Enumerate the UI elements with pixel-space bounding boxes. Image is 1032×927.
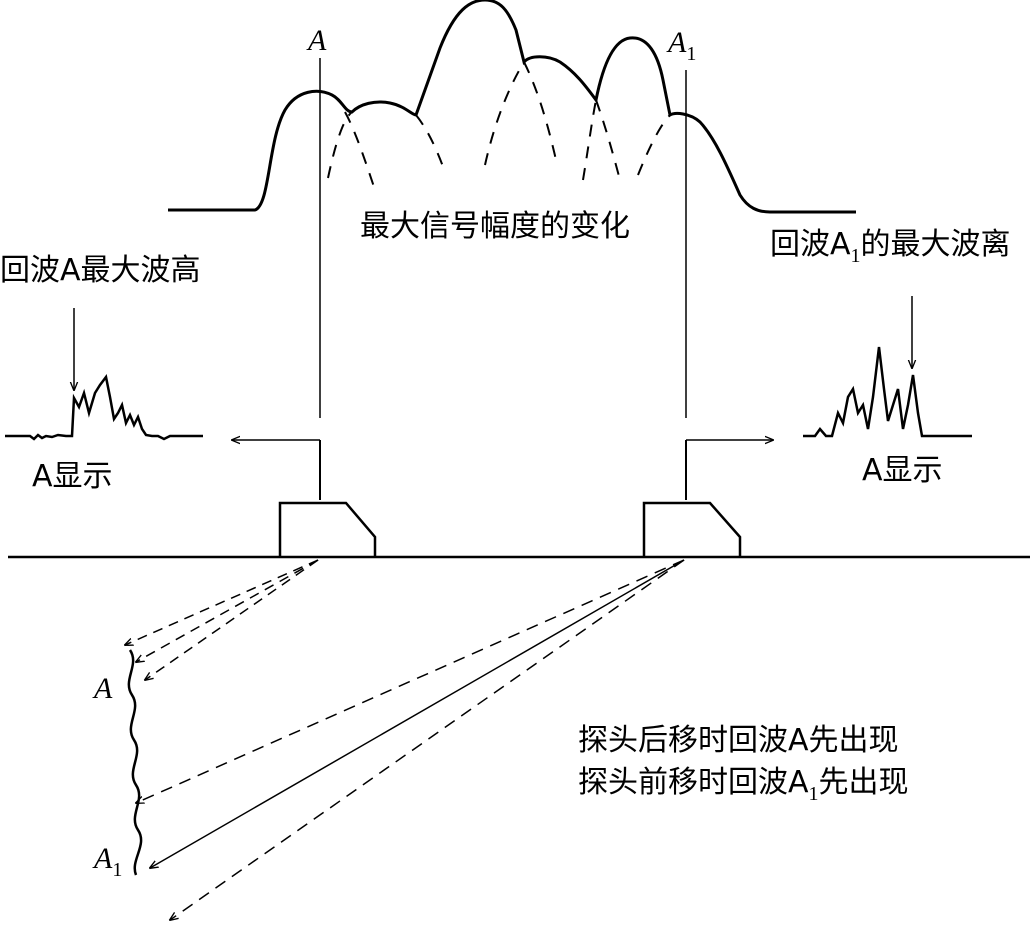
a-display-label-right: A显示 [862,453,943,488]
probe-right [642,501,742,557]
dashed-curve-1 [327,111,353,179]
probe-left [278,501,377,557]
note-probe-forward: 探头前移时回波A1先出现 [578,765,909,805]
reflector-surface [127,649,143,876]
beam-ray-left-1 [125,559,319,645]
beam-ray-left-3 [145,559,319,680]
dashed-curve-2 [344,111,376,191]
dashed-curve-4 [484,61,525,166]
beam-ray-right-3 [170,559,685,920]
dashed-curve-6 [582,99,597,181]
dashed-curve-7 [595,99,621,181]
dashed-curve-5 [523,61,557,161]
max-amplitude-change-label: 最大信号幅度的变化 [360,209,630,244]
a-scan-trace-left [5,374,203,441]
reflector-label-A: A [92,672,113,705]
label-A1-top: A1 [666,26,696,65]
dashed-curve-3 [415,114,446,173]
beam-ray-right-2 [150,559,685,868]
reflector-label-A1: A1 [92,842,122,881]
label-A-top: A [306,24,327,57]
dashed-curve-8 [637,114,671,176]
note-probe-backward: 探头后移时回波A先出现 [578,723,899,758]
max-amplitude-envelope [168,0,856,214]
beam-ray-left-2 [136,559,319,662]
echo-A1-max-label: 回波A1的最大波离 [770,227,1011,267]
a-scan-trace-right [803,346,972,438]
a-display-label-left: A显示 [32,459,113,494]
echo-A-max-height-label: 回波A最大波高 [0,253,201,288]
